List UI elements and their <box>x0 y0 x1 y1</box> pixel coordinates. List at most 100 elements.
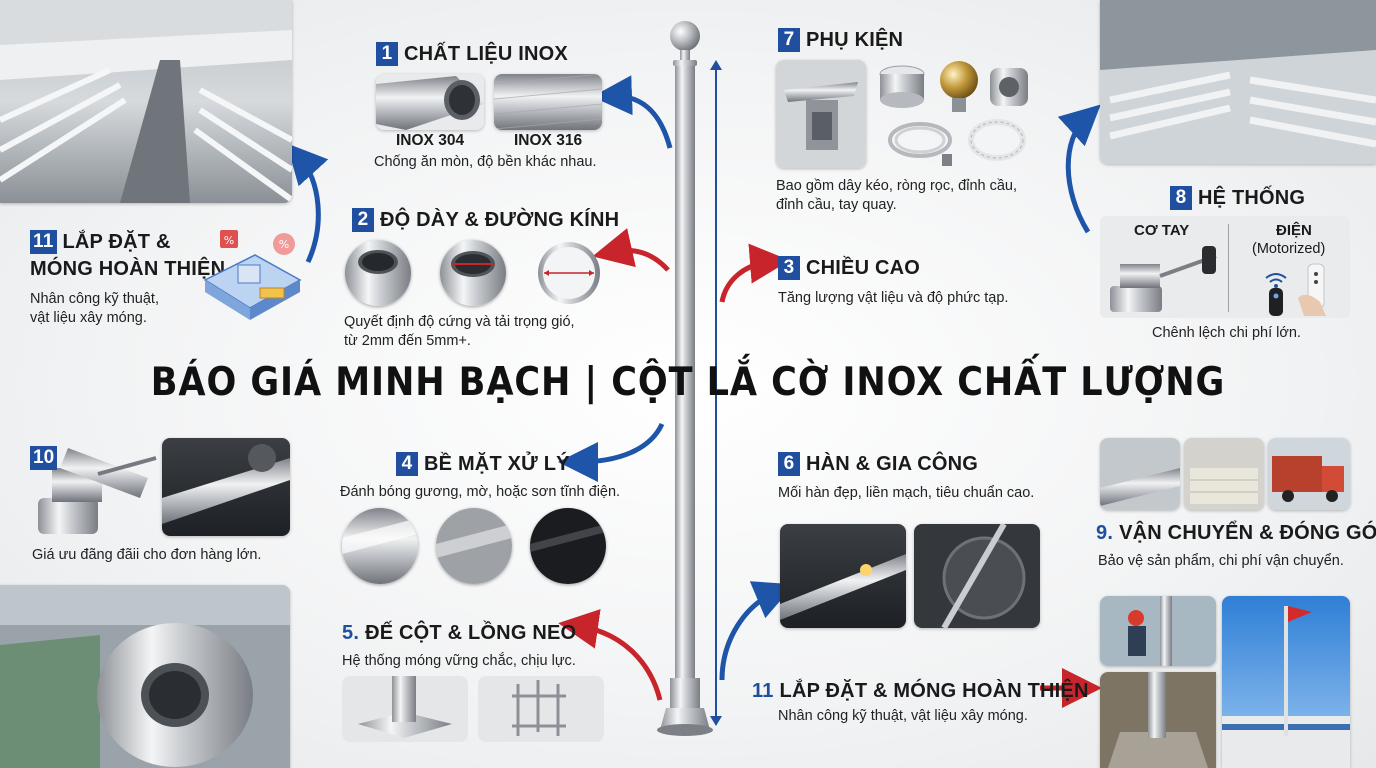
section-6-number: 6 <box>778 452 800 476</box>
section-11-left-title-line2: MÓNG HOÀN THIỆN <box>30 258 226 280</box>
packing-photo-1 <box>1100 438 1180 510</box>
section-6-heading: 6 HÀN & GIA CÔNG <box>778 452 978 476</box>
section-4-number: 4 <box>396 452 418 476</box>
section-3-number: 3 <box>778 256 800 280</box>
section-11-left-heading: 11 LẮP ĐẶT & <box>30 230 171 254</box>
welding-photo <box>780 524 906 628</box>
section-9-description: Bảo vệ sản phẩm, chi phí vận chuyển. <box>1098 553 1344 569</box>
section-7-number: 7 <box>778 28 800 52</box>
electric-option-sublabel: (Motorized) <box>1252 241 1326 257</box>
section-2-desc-line2: từ 2mm đến 5mm+. <box>344 333 471 349</box>
wifi-icon <box>1264 270 1288 290</box>
section-7-desc-line2: đỉnh cầu, tay quay. <box>776 197 897 213</box>
section-8-title: HỆ THỐNG <box>1198 186 1306 209</box>
section-2-heading: 2 ĐỘ DÀY & ĐƯỜNG KÍNH <box>352 208 619 232</box>
section-11-left-description: Nhân công kỹ thuật, vật liệu xây móng. <box>30 290 159 328</box>
mirror-polish-sample <box>342 508 418 584</box>
section-2-title: ĐỘ DÀY & ĐƯỜNG KÍNH <box>380 208 620 231</box>
section-9-title: VẬN CHUYỂN & ĐÓNG GÓI <box>1119 522 1376 544</box>
section-2-desc-line1: Quyết định độ cứng và tải trọng gió, <box>344 314 575 330</box>
section-10-number: 10 <box>30 446 58 470</box>
section-4-title: BỀ MẶT XỬ LÝ <box>424 452 570 475</box>
coin-percent-icon: % <box>279 238 289 251</box>
section-2-number: 2 <box>352 208 374 232</box>
factory-warehouse-photo <box>0 0 292 203</box>
section-7-title: PHỤ KIỆN <box>806 28 904 51</box>
divider-line <box>1228 224 1229 312</box>
pipe-polishing-photo <box>162 438 290 536</box>
section-1-heading: 1 CHẤT LIỆU INOX <box>376 42 568 66</box>
inox-304-pipe-image <box>376 74 484 130</box>
system-comparison-panel: CƠ TAY ĐIỆN (Motorized) <box>1100 216 1350 318</box>
section-10-description: Giá ưu đãng đãii cho đơn hàng lớn. <box>32 547 262 563</box>
section-9-heading: 9. VẬN CHUYỂN & ĐÓNG GÓI <box>1096 522 1376 545</box>
shipping-truck-photo <box>1268 438 1350 510</box>
section-3-title: CHIỀU CAO <box>806 256 921 279</box>
remote-control-icon <box>1266 288 1286 316</box>
flagpole-illustration <box>640 18 730 743</box>
inox-316-pipe-image <box>494 74 602 130</box>
steel-coil-photo <box>0 585 290 768</box>
pipe-ring-section-image <box>536 240 602 306</box>
section-4-heading: 4 BỀ MẶT XỬ LÝ <box>396 452 570 476</box>
section-6-title: HÀN & GIA CÔNG <box>806 452 979 475</box>
steel-cable-icon <box>880 118 960 170</box>
section-8-description: Chênh lệch chi phí lớn. <box>1152 325 1301 341</box>
section-10-crank-image <box>28 438 160 538</box>
gold-ball-finial-icon <box>934 58 984 114</box>
section-5-heading: 5. ĐẾ CỘT & LỒNG NEO <box>342 622 576 645</box>
section-11-left-title-line1: LẮP ĐẶT & <box>62 230 171 253</box>
section-7-heading: 7 PHỤ KIỆN <box>778 28 903 52</box>
section-11-left-heading-line2: MÓNG HOÀN THIỆN <box>30 258 225 281</box>
section-9-number: 9. <box>1096 522 1114 544</box>
anchor-cage-image <box>478 676 604 742</box>
section-8-number: 8 <box>1170 186 1192 210</box>
pulley-clip-icon <box>984 58 1034 114</box>
manual-option-label: CƠ TAY <box>1134 222 1190 239</box>
installation-worker-photo <box>1100 596 1216 666</box>
inox-316-label: INOX 316 <box>514 132 583 149</box>
section-1-number: 1 <box>376 42 398 66</box>
section-11-right-description: Nhân công kỹ thuật, vật liệu xây móng. <box>778 708 1028 724</box>
section-11-left-desc-line2: vật liệu xây móng. <box>30 310 147 326</box>
powder-coat-sample <box>530 508 606 584</box>
manual-crank-icon <box>1106 244 1226 316</box>
pipe-diameter-image <box>440 240 506 306</box>
section-1-description: Chống ăn mòn, độ bền khác nhau. <box>374 154 597 170</box>
machining-photo <box>914 524 1040 628</box>
section-11-left-desc-line1: Nhân công kỹ thuật, <box>30 291 159 307</box>
rope-reel-icon <box>876 62 928 112</box>
matte-finish-sample <box>436 508 512 584</box>
electric-option-label: ĐIỆN <box>1276 222 1312 239</box>
section-7-description: Bao gồm dây kéo, ròng rọc, đỉnh cầu, đỉn… <box>776 177 1017 215</box>
foundation-isometric-icon: % % <box>200 220 305 330</box>
hand-remote-icon <box>1296 262 1336 316</box>
warehouse-pipes-photo <box>1100 0 1376 164</box>
section-7-desc-line1: Bao gồm dây kéo, ròng rọc, đỉnh cầu, <box>776 178 1018 194</box>
height-dimension-line <box>708 58 724 728</box>
inox-304-label: INOX 304 <box>396 132 465 149</box>
page-title: BÁO GIÁ MINH BẠCH | CỘT LẮ CỜ INOX CHẤT … <box>150 360 1226 405</box>
section-5-description: Hệ thống móng vững chắc, chịu lực. <box>342 653 576 669</box>
pipe-thickness-image <box>345 240 411 306</box>
section-4-description: Đánh bóng gương, mờ, hoặc sơn tĩnh điện. <box>340 484 621 500</box>
section-2-description: Quyết định độ cứng và tải trọng gió, từ … <box>344 313 575 351</box>
foundation-base-photo <box>1100 672 1216 768</box>
tag-percent-icon: % <box>224 234 234 247</box>
section-1-title: CHẤT LIỆU INOX <box>404 42 568 65</box>
section-5-number: 5. <box>342 622 360 644</box>
section-5-title: ĐẾ CỘT & LỒNG NEO <box>365 622 577 644</box>
section-11-right-number: 11 <box>752 680 774 702</box>
rope-coil-icon <box>962 112 1032 168</box>
section-8-heading: 8 HỆ THỐNG <box>1170 186 1305 210</box>
base-plate-image <box>342 676 468 742</box>
packing-photo-2 <box>1184 438 1264 510</box>
section-11-left-number: 11 <box>30 230 57 254</box>
section-11-right-title: LẮP ĐẶT & MÓNG HOÀN THIỆN <box>779 680 1089 702</box>
section-3-heading: 3 CHIỀU CAO <box>778 256 920 280</box>
section-11-right-heading: 11 LẮP ĐẶT & MÓNG HOÀN THIỆN <box>752 680 1089 703</box>
section-3-description: Tăng lượng vật liệu và độ phức tạp. <box>778 290 1009 306</box>
pulley-bracket-image <box>776 60 866 168</box>
installed-flagpole-photo <box>1222 596 1350 768</box>
section-6-description: Mối hàn đẹp, liền mạch, tiêu chuẩn cao. <box>778 485 1035 501</box>
